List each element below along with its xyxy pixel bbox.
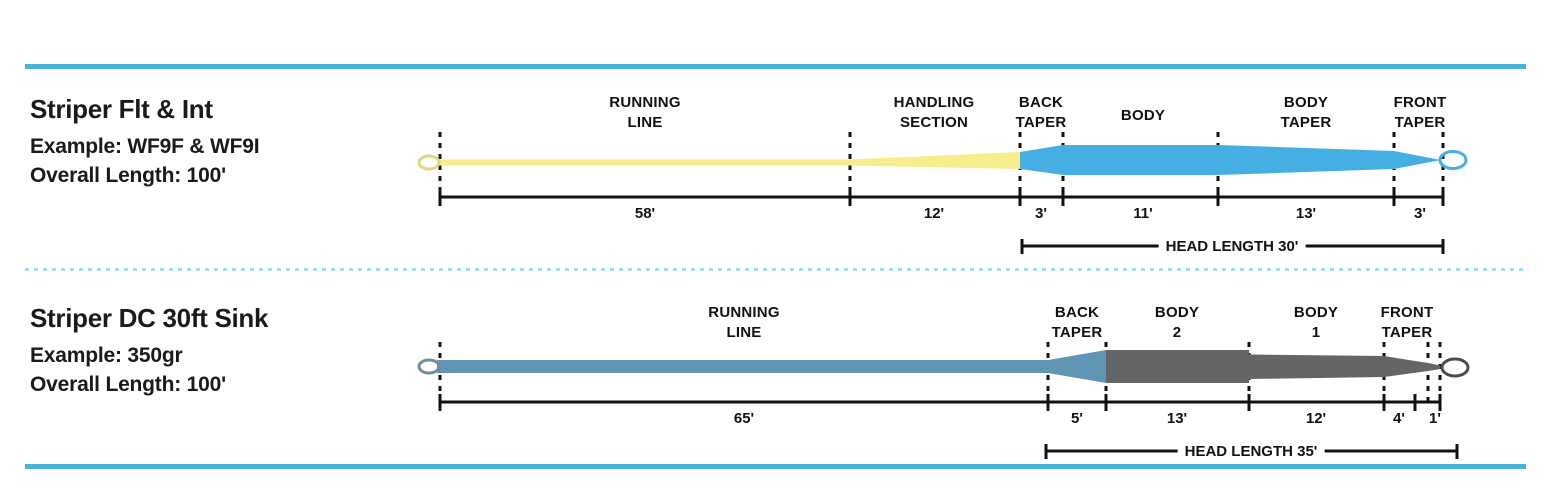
page-title-2: Striper DC 30ft Sink bbox=[30, 303, 269, 333]
head-length-label-1: HEAD LENGTH 30' bbox=[1158, 238, 1306, 255]
segment-label-running-line-1: RUNNING LINE bbox=[609, 94, 681, 132]
dimension-running-line-1: 58' bbox=[634, 205, 656, 222]
product-info-2: Striper DC 30ft Sink Example: 350gr Over… bbox=[30, 303, 269, 400]
segment-label-body-2: BODY 2 bbox=[1154, 304, 1200, 342]
section-divider bbox=[25, 268, 1526, 271]
top-rule bbox=[25, 64, 1526, 69]
segment-label-handling-section-1: HANDLING SECTION bbox=[893, 94, 975, 132]
dimension-handling-section-1: 12' bbox=[923, 205, 945, 222]
rear-loop-icon-1 bbox=[417, 154, 441, 171]
overall-length-label-1: Overall Length: 100' bbox=[30, 164, 226, 188]
dimension-front-taper-2: 4' bbox=[1393, 410, 1405, 427]
segment-label-back-taper-1: BACK TAPER bbox=[1015, 94, 1067, 132]
taper-diagram-1: RUNNING LINE HANDLING SECTION BACK TAPER… bbox=[0, 80, 1551, 260]
segment-label-front-taper-1: FRONT TAPER bbox=[1393, 94, 1447, 132]
dimension-front-taper-1: 3' bbox=[1414, 205, 1426, 222]
rear-loop-icon-2 bbox=[417, 358, 441, 375]
running-line-shape-2 bbox=[437, 350, 1106, 383]
segment-label-body-1-2: BODY 1 bbox=[1293, 304, 1339, 342]
overall-length-label-2: Overall Length: 100' bbox=[30, 373, 226, 397]
dimension-tip-2: 1' bbox=[1429, 410, 1441, 427]
segment-label-body-taper-1: BODY TAPER bbox=[1280, 94, 1332, 132]
dimension-running-line-2: 65' bbox=[733, 410, 755, 427]
front-loop-icon-2 bbox=[1440, 357, 1470, 378]
segment-label-body-1: BODY bbox=[1120, 107, 1166, 124]
measure-axis-2 bbox=[438, 394, 1442, 411]
bottom-rule bbox=[25, 464, 1526, 469]
head-shape-2 bbox=[1106, 350, 1440, 383]
dimension-body-2: 13' bbox=[1166, 410, 1188, 427]
product-info-1: Striper Flt & Int Example: WF9F & WF9I O… bbox=[30, 94, 260, 191]
running-line-shape-1 bbox=[437, 152, 1020, 169]
measure-axis-1 bbox=[438, 188, 1445, 206]
taper-profile-svg-1 bbox=[417, 132, 1468, 254]
dimension-back-taper-2: 5' bbox=[1071, 410, 1083, 427]
segment-label-running-line-2: RUNNING LINE bbox=[708, 304, 780, 342]
page-title-1: Striper Flt & Int bbox=[30, 94, 213, 124]
dimension-back-taper-1: 3' bbox=[1035, 205, 1047, 222]
dimension-body-taper-1: 13' bbox=[1295, 205, 1317, 222]
dimension-body-1-2: 12' bbox=[1305, 410, 1327, 427]
example-label-2: Example: 350gr bbox=[30, 344, 183, 368]
example-label-1: Example: WF9F & WF9I bbox=[30, 135, 260, 159]
front-loop-icon-1 bbox=[1438, 150, 1468, 170]
head-length-label-2: HEAD LENGTH 35' bbox=[1177, 443, 1325, 460]
taper-diagram-2: RUNNING LINE BACK TAPER BODY 2 BODY 1 FR… bbox=[0, 290, 1551, 465]
segment-label-front-taper-2: FRONT TAPER bbox=[1380, 304, 1434, 342]
dimension-body-1: 11' bbox=[1133, 205, 1153, 222]
head-shape-1 bbox=[1020, 145, 1441, 175]
segment-label-back-taper-2: BACK TAPER bbox=[1051, 304, 1103, 342]
